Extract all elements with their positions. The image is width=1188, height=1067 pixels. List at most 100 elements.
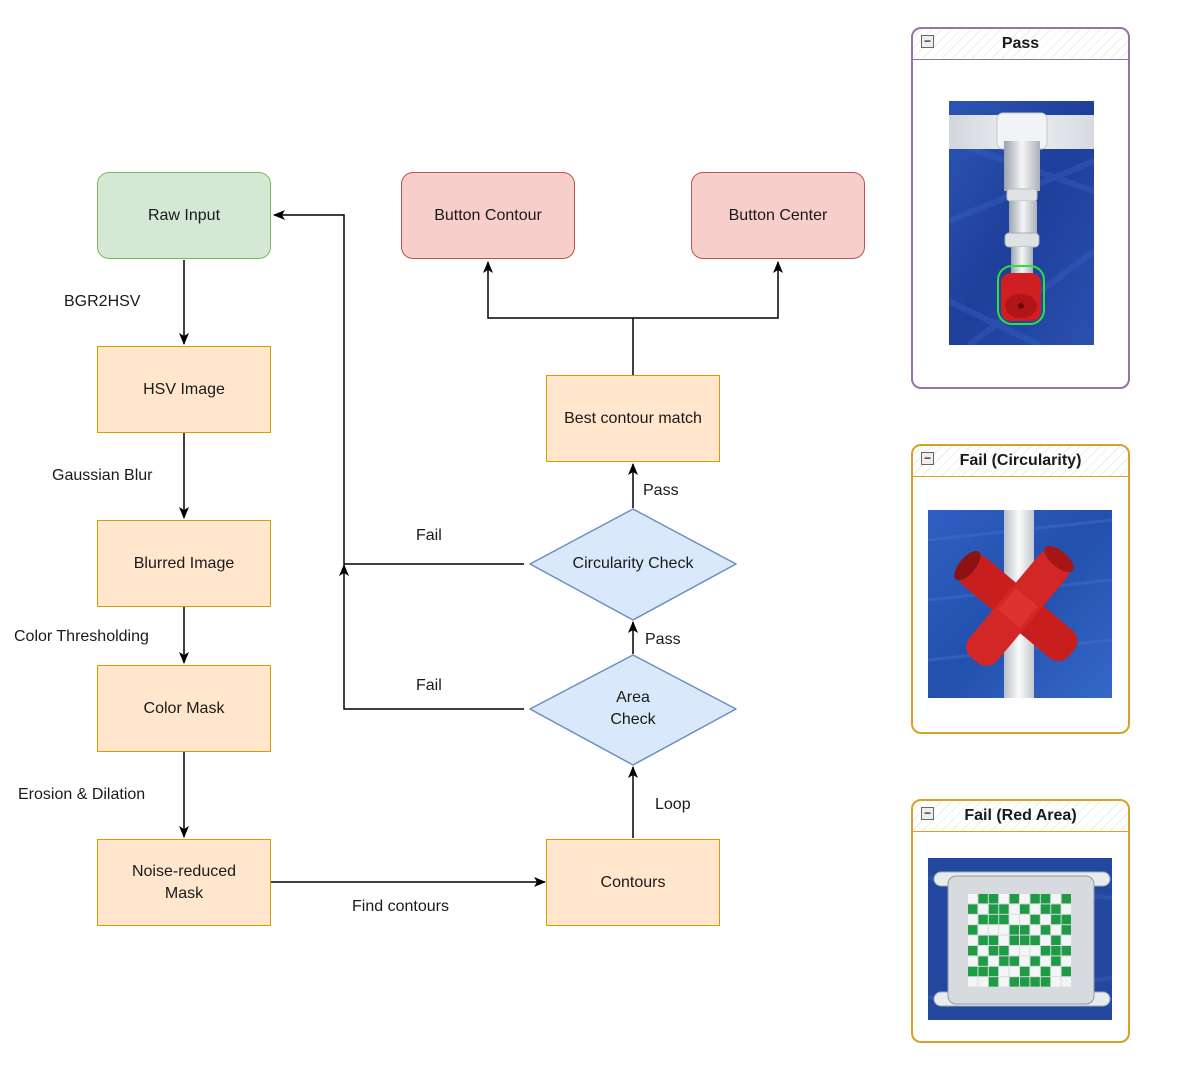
noise-reduced-label-line2: Mask	[164, 884, 204, 902]
button-center-label: Button Center	[728, 206, 828, 224]
grid-tile	[1061, 946, 1071, 956]
grid-tile	[978, 925, 988, 935]
grid-tile	[988, 925, 999, 935]
best-contour-match-label: Best contour match	[564, 409, 702, 427]
grid-tile	[1061, 894, 1071, 904]
grid-tile	[1040, 956, 1051, 966]
edge-label-pass-area: Pass	[645, 631, 681, 648]
grid-tile	[1051, 925, 1061, 935]
pass-example-photo	[949, 101, 1094, 345]
grid-tile	[1051, 914, 1061, 925]
edge-split-to-center	[633, 261, 783, 319]
grid-tile	[1009, 946, 1019, 956]
grid-tile	[1040, 904, 1051, 914]
grid-tile	[1051, 935, 1061, 945]
grid-tile	[1009, 966, 1019, 977]
grid-tile	[968, 914, 978, 925]
minus-icon[interactable]: −	[921, 35, 934, 48]
grid-tile	[1030, 956, 1040, 966]
edge-label-color-thresholding: Color Thresholding	[14, 628, 149, 645]
grid-tile	[999, 956, 1009, 966]
raw-input-node: Raw Input	[97, 172, 271, 259]
area-check-diamond	[529, 654, 737, 766]
minus-icon[interactable]: −	[921, 452, 934, 465]
grid-tile	[1030, 914, 1040, 925]
grid-tile	[1020, 966, 1030, 977]
grid-tile	[999, 946, 1009, 956]
grid-tile	[999, 977, 1009, 987]
edge-label-gaussian-blur: Gaussian Blur	[52, 467, 153, 484]
grid-tile	[1030, 935, 1040, 945]
button-contour-label: Button Contour	[434, 206, 542, 224]
grid-tile	[988, 946, 999, 956]
edge-area-fail	[339, 564, 524, 710]
minus-icon[interactable]: −	[921, 807, 934, 820]
grid-tile	[968, 935, 978, 945]
grid-tile	[1009, 935, 1019, 945]
grid-tile	[1061, 977, 1071, 987]
grid-tile	[1009, 914, 1019, 925]
contours-node: Contours	[546, 839, 720, 926]
edge-label-bgr2hsv: BGR2HSV	[64, 293, 141, 310]
grid-tile	[1051, 966, 1061, 977]
button-contour-node: Button Contour	[401, 172, 575, 259]
fail-circularity-panel-header: − Fail (Circularity)	[913, 446, 1128, 477]
grid-tile	[1009, 956, 1019, 966]
edge-label-loop: Loop	[655, 796, 691, 813]
grid-tile	[999, 966, 1009, 977]
edge-label-find-contours: Find contours	[352, 898, 449, 915]
grid-tile	[968, 966, 978, 977]
circularity-check-diamond	[529, 508, 737, 621]
grid-tile	[1009, 977, 1019, 987]
grid-tile	[978, 894, 988, 904]
grid-tile	[1030, 904, 1040, 914]
hsv-image-node: HSV Image	[97, 346, 271, 433]
area-check-label: Area Check	[583, 687, 683, 731]
color-mask-node: Color Mask	[97, 665, 271, 752]
grid-tile	[978, 966, 988, 977]
noise-reduced-mask-node: Noise-reduced Mask	[97, 839, 271, 926]
grid-tile	[978, 904, 988, 914]
grid-tile	[999, 904, 1009, 914]
grid-tile	[1040, 977, 1051, 987]
grid-tile	[978, 977, 988, 987]
grid-tile	[1040, 894, 1051, 904]
grid-tile	[1009, 904, 1019, 914]
grid-tile	[999, 935, 1009, 945]
grid-tile	[988, 894, 999, 904]
contours-label: Contours	[600, 873, 666, 891]
grid-tile	[999, 925, 1009, 935]
grid-tile	[1009, 925, 1019, 935]
grid-tile	[1020, 894, 1030, 904]
pass-panel-header: − Pass	[913, 29, 1128, 60]
grid-tile	[1051, 977, 1061, 987]
circularity-check-label: Circularity Check	[572, 555, 694, 572]
edge-label-pass-circularity: Pass	[643, 482, 679, 499]
grid-tile	[988, 914, 999, 925]
noise-reduced-label-line1: Noise-reduced	[131, 862, 237, 880]
grid-tile	[1061, 935, 1071, 945]
grid-tile	[988, 956, 999, 966]
grid-tile	[1020, 904, 1030, 914]
blurred-image-label: Blurred Image	[133, 554, 235, 572]
grid-tile	[968, 894, 978, 904]
grid-tile	[1061, 925, 1071, 935]
edge-label-fail-circularity: Fail	[416, 527, 442, 544]
grid-tile	[999, 894, 1009, 904]
raw-input-label: Raw Input	[147, 206, 221, 224]
grid-tile	[1061, 904, 1071, 914]
fail-red-area-example-panel: − Fail (Red Area)	[911, 799, 1130, 1043]
grid-tile	[1051, 946, 1061, 956]
grid-tile	[999, 914, 1009, 925]
edge-split-to-contour	[483, 261, 633, 319]
grid-tile	[1030, 894, 1040, 904]
blurred-image-node: Blurred Image	[97, 520, 271, 607]
grid-tile	[1020, 925, 1030, 935]
fail-red-area-panel-title: Fail (Red Area)	[964, 807, 1077, 824]
edge-label-erosion-dilation: Erosion & Dilation	[18, 786, 146, 803]
grid-tile	[988, 935, 999, 945]
grid-tile	[1061, 956, 1071, 966]
grid-tile	[1009, 894, 1019, 904]
grid-tile	[1020, 977, 1030, 987]
